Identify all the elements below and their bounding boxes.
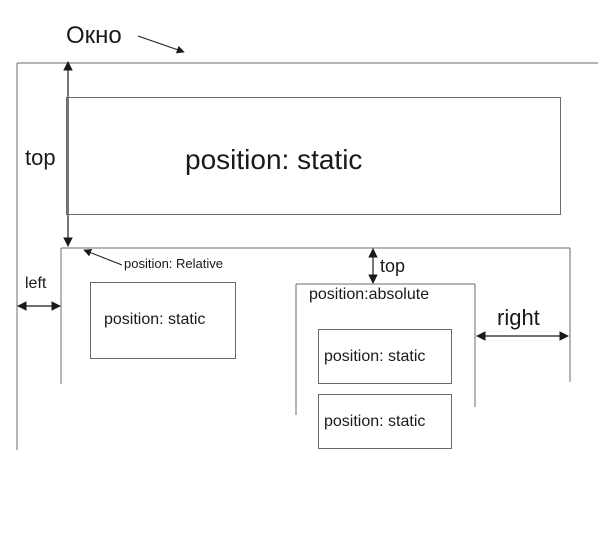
relative-child-static-label: position: static [104,311,206,328]
outer-static-box [66,97,561,215]
right-label: right [497,305,540,330]
left-label: left [25,275,47,292]
window-label: Окно [66,22,122,49]
relative-label: position: Relative [124,256,223,271]
relative-label-pointer [83,248,123,266]
absolute-child-static-box-1 [318,329,452,384]
window-label-pointer [137,35,185,54]
relative-child-static-box [90,282,236,359]
outer-static-label: position: static [185,144,363,175]
absolute-child-static-label-2: position: static [324,413,426,430]
top-label-left: top [25,145,56,170]
window-frame [16,62,598,450]
absolute-child-static-box-2 [318,394,452,449]
absolute-container [295,283,476,415]
top-label-absolute: top [380,256,406,276]
relative-container [60,247,571,384]
absolute-child-static-label-1: position: static [324,348,426,365]
absolute-label: position:absolute [309,286,430,303]
